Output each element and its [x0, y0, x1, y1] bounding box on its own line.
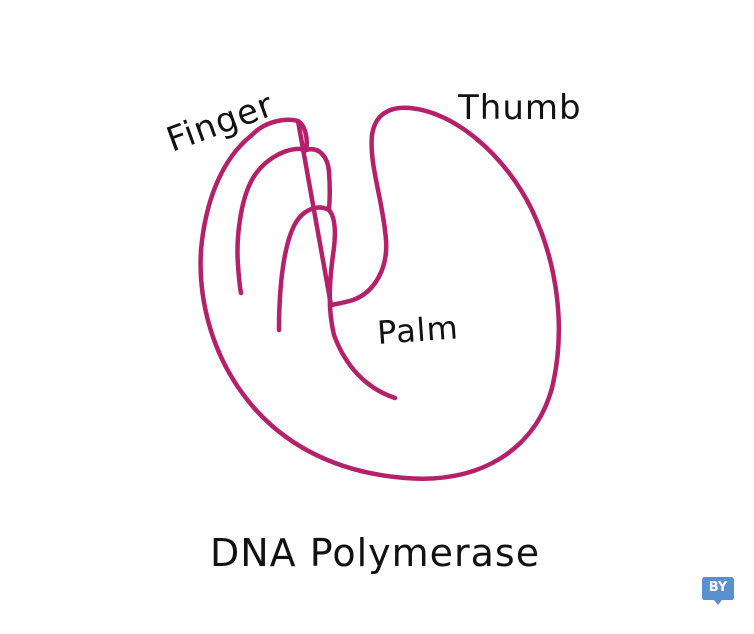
caption: DNA Polymerase	[210, 531, 540, 575]
outline-finger-outer	[295, 118, 309, 153]
outline-main-body	[198, 105, 562, 481]
polymerase-outline	[198, 105, 562, 481]
outline-finger-middle	[235, 146, 309, 296]
label-palm: Palm	[376, 308, 460, 352]
badge-shape-icon	[702, 577, 734, 605]
badge-text: BY	[708, 580, 728, 595]
outline-finger-inner	[276, 146, 332, 333]
label-thumb: Thumb	[457, 88, 582, 128]
outline-palm-curve	[326, 207, 398, 401]
cc-by-badge: BY	[701, 575, 735, 607]
label-finger: Finger	[161, 85, 279, 160]
